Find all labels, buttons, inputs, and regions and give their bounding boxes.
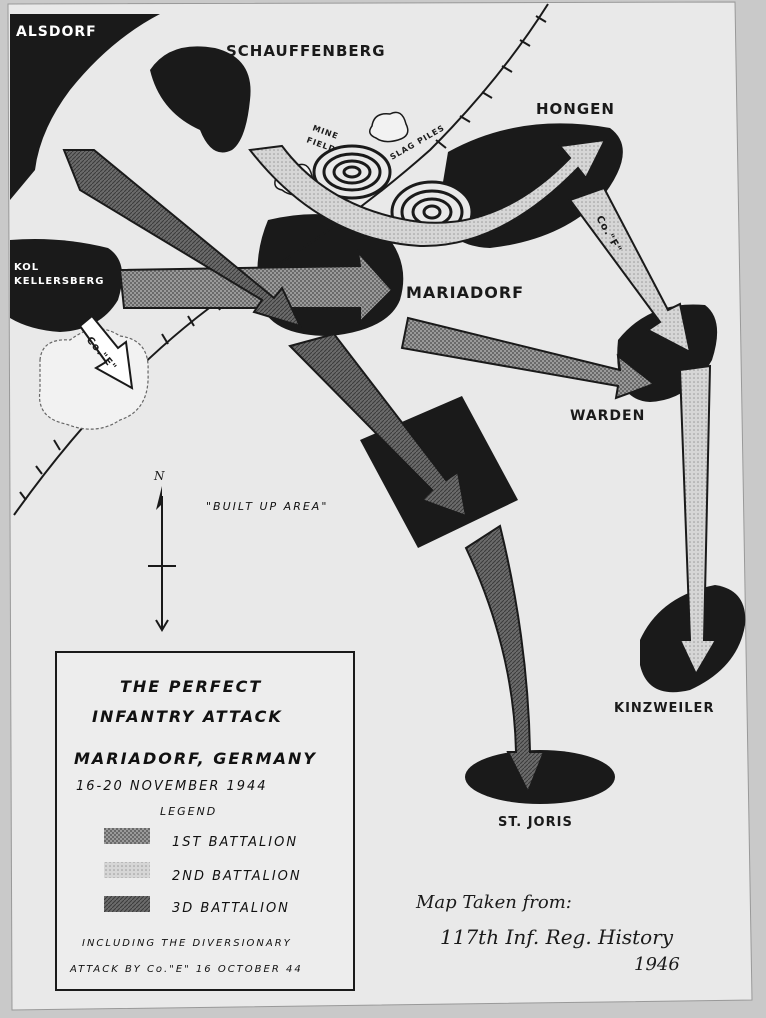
minefield-cloud-2 [369, 111, 409, 143]
label-alsdorf: ALSDORF [16, 24, 97, 40]
arrow-2nd-battalion-hongen [248, 138, 607, 248]
legend-box: THE PERFECT INFANTRY ATTACK MARIADORF, G… [55, 651, 355, 991]
north-arrow [148, 486, 176, 632]
arrow-3rd-battalion-st-joris [464, 524, 546, 795]
arrow-3rd-battalion-south [288, 332, 468, 518]
arrow-2nd-battalion-kinzweiler [678, 364, 718, 677]
source-line-1: Map Taken from: [415, 892, 572, 913]
legend-item-3: 3D BATTALION [172, 901, 290, 916]
label-schauffenberg: SCHAUFFENBERG [226, 42, 386, 60]
arrow-co-f [568, 186, 692, 354]
legend-note-1: INCLUDING THE DIVERSIONARY [82, 938, 292, 949]
label-built-up-area: "BUILT UP AREA" [206, 500, 328, 513]
legend-swatch-3 [104, 896, 150, 912]
town-schauffenberg [150, 46, 251, 153]
slag-pile-1 [312, 144, 392, 200]
legend-item-2: 2ND BATTALION [172, 869, 302, 884]
legend-title-2: INFANTRY ATTACK [92, 707, 283, 726]
town-st-joris [465, 750, 615, 804]
legend-note-2: ATTACK BY Co."E" 16 OCTOBER 44 [69, 964, 303, 975]
legend-dates: 16-20 NOVEMBER 1944 [76, 779, 268, 794]
arrow-1st-battalion-warden [400, 316, 657, 400]
label-north: N [153, 469, 165, 483]
legend-place: MARIADORF, GERMANY [74, 749, 317, 768]
label-hongen: HONGEN [536, 100, 615, 118]
town-alsdorf [10, 14, 160, 200]
label-st-joris: ST. JORIS [498, 815, 573, 830]
town-kellersberg [10, 239, 123, 332]
arrow-3rd-battalion-west [62, 149, 302, 328]
legend-title-1: THE PERFECT [120, 677, 262, 696]
label-kellersberg-1: KOL [14, 262, 39, 273]
source-line-3: 1946 [634, 954, 680, 975]
label-warden: WARDEN [570, 408, 645, 424]
legend-swatch-2 [104, 862, 150, 878]
legend-heading: LEGEND [160, 805, 217, 818]
label-mariadorf: MARIADORF [406, 283, 524, 302]
legend-swatch-1 [104, 828, 150, 844]
source-line-2: 117th Inf. Reg. History [440, 925, 674, 949]
legend-item-1: 1ST BATTALION [172, 835, 298, 850]
arrow-co-e [78, 314, 134, 390]
label-kinzweiler: KINZWEILER [614, 701, 714, 716]
label-kellersberg-2: KELLERSBERG [14, 276, 104, 287]
